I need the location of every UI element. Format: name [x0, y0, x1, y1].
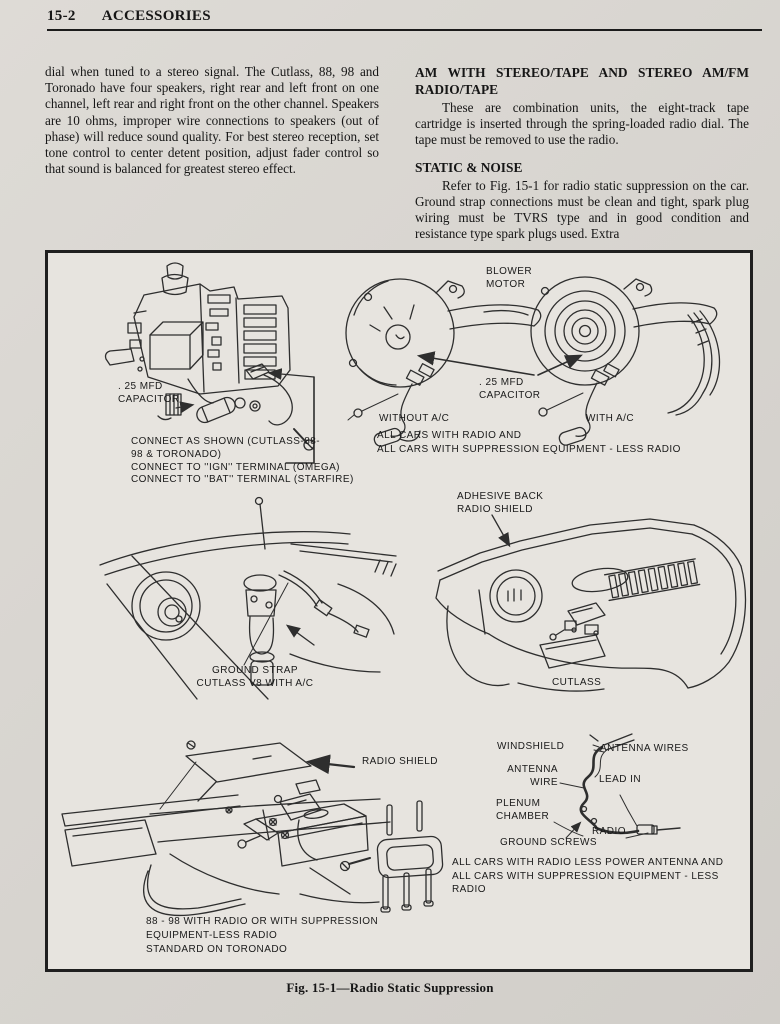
section-body-am-stereo: These are combination units, the eight-t… [415, 100, 749, 148]
fuse-block-illustration [104, 262, 315, 464]
label-radio-shield: RADIO SHIELD [362, 756, 438, 767]
radio-mount-illustration [61, 740, 444, 916]
label-connect-notes: CONNECT AS SHOWN (CUTLASS-88- 98 & TORON… [131, 436, 354, 486]
label-capacitor-left: . 25 MFD CAPACITOR [118, 381, 180, 405]
page-number: 15-2 [47, 8, 76, 24]
label-antenna-wire: ANTENNA WIRE [507, 764, 558, 788]
figure-illustrations [61, 262, 747, 916]
figure-caption: Fig. 15-1—Radio Static Suppression [286, 980, 494, 995]
section-body-static-noise: Refer to Fig. 15-1 for radio static supp… [415, 177, 749, 242]
label-antenna-note: ALL CARS WITH RADIO LESS POWER ANTENNA A… [452, 857, 724, 895]
label-radio: RADIO [592, 826, 626, 837]
section-heading-static-noise: STATIC & NOISE [415, 159, 523, 175]
label-capacitor-right: . 25 MFD CAPACITOR [479, 377, 541, 401]
label-windshield: WINDSHIELD [497, 741, 565, 752]
label-cutlass: CUTLASS [552, 677, 602, 688]
right-column: AM WITH STEREO/TAPE AND STEREO AM/FM RAD… [415, 64, 749, 242]
cutlass-firewall-illustration [435, 514, 747, 692]
label-without-ac: WITHOUT A/C [379, 413, 450, 424]
label-lead-in: LEAD IN [599, 774, 642, 785]
label-adhesive-shield: ADHESIVE BACK RADIO SHIELD [457, 491, 544, 515]
label-radio-equipment-note: ALL CARS WITH RADIO AND ALL CARS WITH SU… [377, 430, 681, 455]
windshield-antenna-illustration [553, 733, 681, 839]
label-ground-strap: GROUND STRAP CUTLASS V8 WITH A/C [196, 665, 314, 689]
ground-strap-illustration [99, 496, 397, 700]
figure-15-1: . 25 MFD CAPACITOR CONNECT AS SHOWN (CUT… [45, 250, 753, 972]
label-plenum-chamber: PLENUM CHAMBER [496, 798, 550, 822]
label-antenna-wires: ANTENNA WIRES [600, 743, 689, 754]
blower-motor-illustration [345, 276, 721, 447]
page-header: 15-2 ACCESSORIES [47, 8, 762, 31]
page-title: ACCESSORIES [101, 8, 211, 24]
label-ground-screws: GROUND SCREWS [500, 837, 597, 848]
label-blower-motor: BLOWER MOTOR [486, 266, 533, 290]
left-column: dial when tuned to a stereo signal. The … [45, 64, 379, 177]
section-heading-am-stereo: AM WITH STEREO/TAPE AND STEREO AM/FM RAD… [415, 65, 749, 97]
left-paragraph: dial when tuned to a stereo signal. The … [45, 64, 379, 177]
label-with-ac: WITH A/C [586, 413, 635, 424]
label-mount-note: 88 - 98 WITH RADIO OR WITH SUPPRESSION E… [146, 916, 379, 955]
